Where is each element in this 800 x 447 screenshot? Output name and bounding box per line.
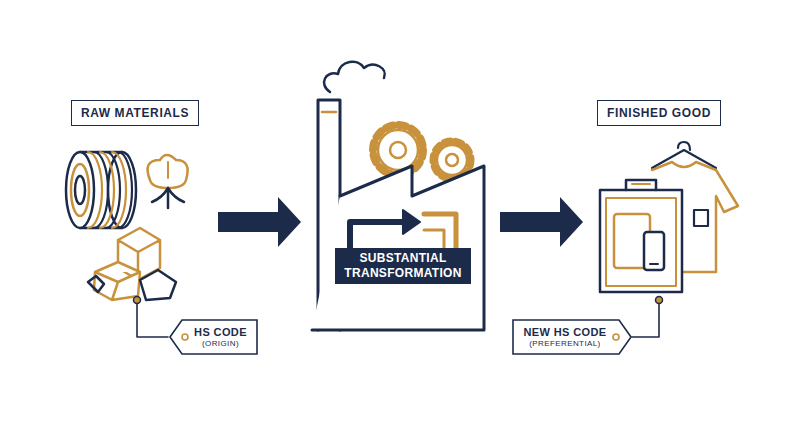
section-label: RAW MATERIALS <box>71 100 199 126</box>
device-package <box>600 180 682 292</box>
flow-arrow <box>500 197 583 247</box>
cotton-boll <box>148 155 188 208</box>
section-label: FINISHED GOOD <box>597 100 721 126</box>
rocks <box>88 228 176 300</box>
tag-hole <box>182 334 188 340</box>
tag-hole <box>613 334 619 340</box>
node-text: NEW HS CODE <box>523 326 607 338</box>
factory <box>312 62 484 330</box>
node-text: RAW MATERIALS <box>81 106 189 120</box>
leader-line <box>134 297 663 338</box>
hs-code-tag: NEW HS CODE(PREFERENTIAL) <box>513 320 631 354</box>
node-text: HS CODE <box>194 326 247 338</box>
process-band: SUBSTANTIAL TRANSFORMATION <box>335 248 471 284</box>
wire-coil <box>66 152 136 228</box>
flow-arrow <box>218 197 301 247</box>
hs-code-tag: HS CODE(ORIGIN) <box>170 320 257 354</box>
node-text: SUBSTANTIAL TRANSFORMATION <box>339 251 467 281</box>
node-subtext: (PREFERENTIAL) <box>523 339 607 348</box>
tag-shape <box>513 320 631 354</box>
node-text: FINISHED GOOD <box>607 106 711 120</box>
tag-shape <box>170 320 257 354</box>
node-subtext: (ORIGIN) <box>194 339 247 348</box>
